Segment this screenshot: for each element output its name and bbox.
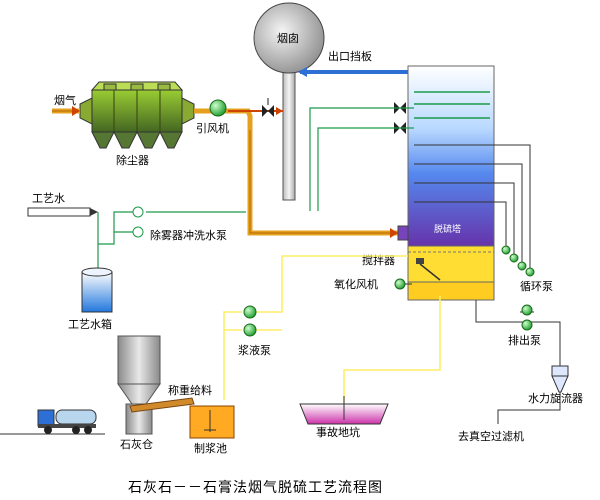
process-water-tank bbox=[81, 267, 113, 313]
outlet-damper-label: 出口挡板 bbox=[328, 49, 372, 63]
slurry-tank bbox=[189, 405, 235, 439]
slurry-pump-label: 浆液泵 bbox=[238, 343, 271, 357]
absorber-label: 脱硫塔 bbox=[434, 223, 461, 235]
slurry-tank-label: 制浆池 bbox=[194, 441, 227, 455]
weighing-feeder-label: 称重给料 bbox=[168, 383, 212, 397]
demister-pump-label: 除雾器冲洗水泵 bbox=[150, 228, 227, 242]
clean-gas-duct bbox=[298, 67, 408, 77]
limestone-silo-label: 石灰仓 bbox=[120, 437, 153, 451]
chimney bbox=[253, 2, 325, 201]
discharge-pump-label: 排出泵 bbox=[508, 333, 541, 347]
demister-pump-icon bbox=[132, 206, 144, 238]
oxidation-fan-label: 氧化风机 bbox=[334, 277, 378, 291]
circulation-lines bbox=[490, 144, 531, 268]
induced-fan-icon bbox=[209, 99, 227, 117]
circulation-pump-icon bbox=[501, 245, 535, 277]
chimney-label: 烟囱 bbox=[277, 31, 299, 45]
agitator-icon bbox=[416, 258, 441, 281]
oxidation-fan-icon bbox=[394, 278, 412, 290]
hydrocyclone-label: 水力旋流器 bbox=[528, 391, 583, 405]
process-water-tank-label: 工艺水箱 bbox=[68, 317, 112, 331]
vacuum-filter-label: 去真空过滤机 bbox=[458, 429, 524, 443]
circulation-pump-label: 循环泵 bbox=[520, 280, 553, 293]
spray-nozzles bbox=[414, 144, 490, 203]
discharge-pump-icon bbox=[521, 304, 533, 331]
hydrocyclone-icon bbox=[497, 365, 569, 424]
dust-collector-label: 除尘器 bbox=[116, 153, 149, 167]
limestone-silo bbox=[117, 335, 161, 435]
process-water-inlet bbox=[27, 207, 98, 217]
truck-icon bbox=[0, 409, 105, 435]
water-lines bbox=[97, 211, 246, 272]
bypass-damper-icon bbox=[262, 98, 274, 117]
diagram-title: 石灰石－－石膏法烟气脱硫工艺流程图 bbox=[128, 479, 383, 496]
weighing-feeder bbox=[129, 397, 195, 413]
slurry-lines bbox=[223, 255, 441, 402]
process-water-label: 工艺水 bbox=[32, 192, 65, 205]
demister-wash-line bbox=[309, 107, 414, 211]
bypass-line bbox=[228, 107, 283, 115]
flue-gas-label: 烟气 bbox=[54, 93, 76, 107]
slurry-pump-icon bbox=[243, 305, 257, 337]
demister bbox=[414, 91, 490, 119]
flue-gas-inlet-line bbox=[52, 106, 80, 116]
absorber-tower bbox=[397, 65, 495, 301]
outlet-damper-icon bbox=[394, 102, 406, 134]
induced-fan-label: 引风机 bbox=[196, 121, 229, 135]
flue-gas-duct bbox=[194, 108, 398, 238]
dust-collector bbox=[79, 81, 195, 149]
emergency-pit-label: 事故地坑 bbox=[316, 425, 360, 439]
agitator-label: 搅拌器 bbox=[362, 253, 395, 267]
discharge-line bbox=[475, 300, 561, 366]
emergency-pit bbox=[299, 396, 389, 425]
